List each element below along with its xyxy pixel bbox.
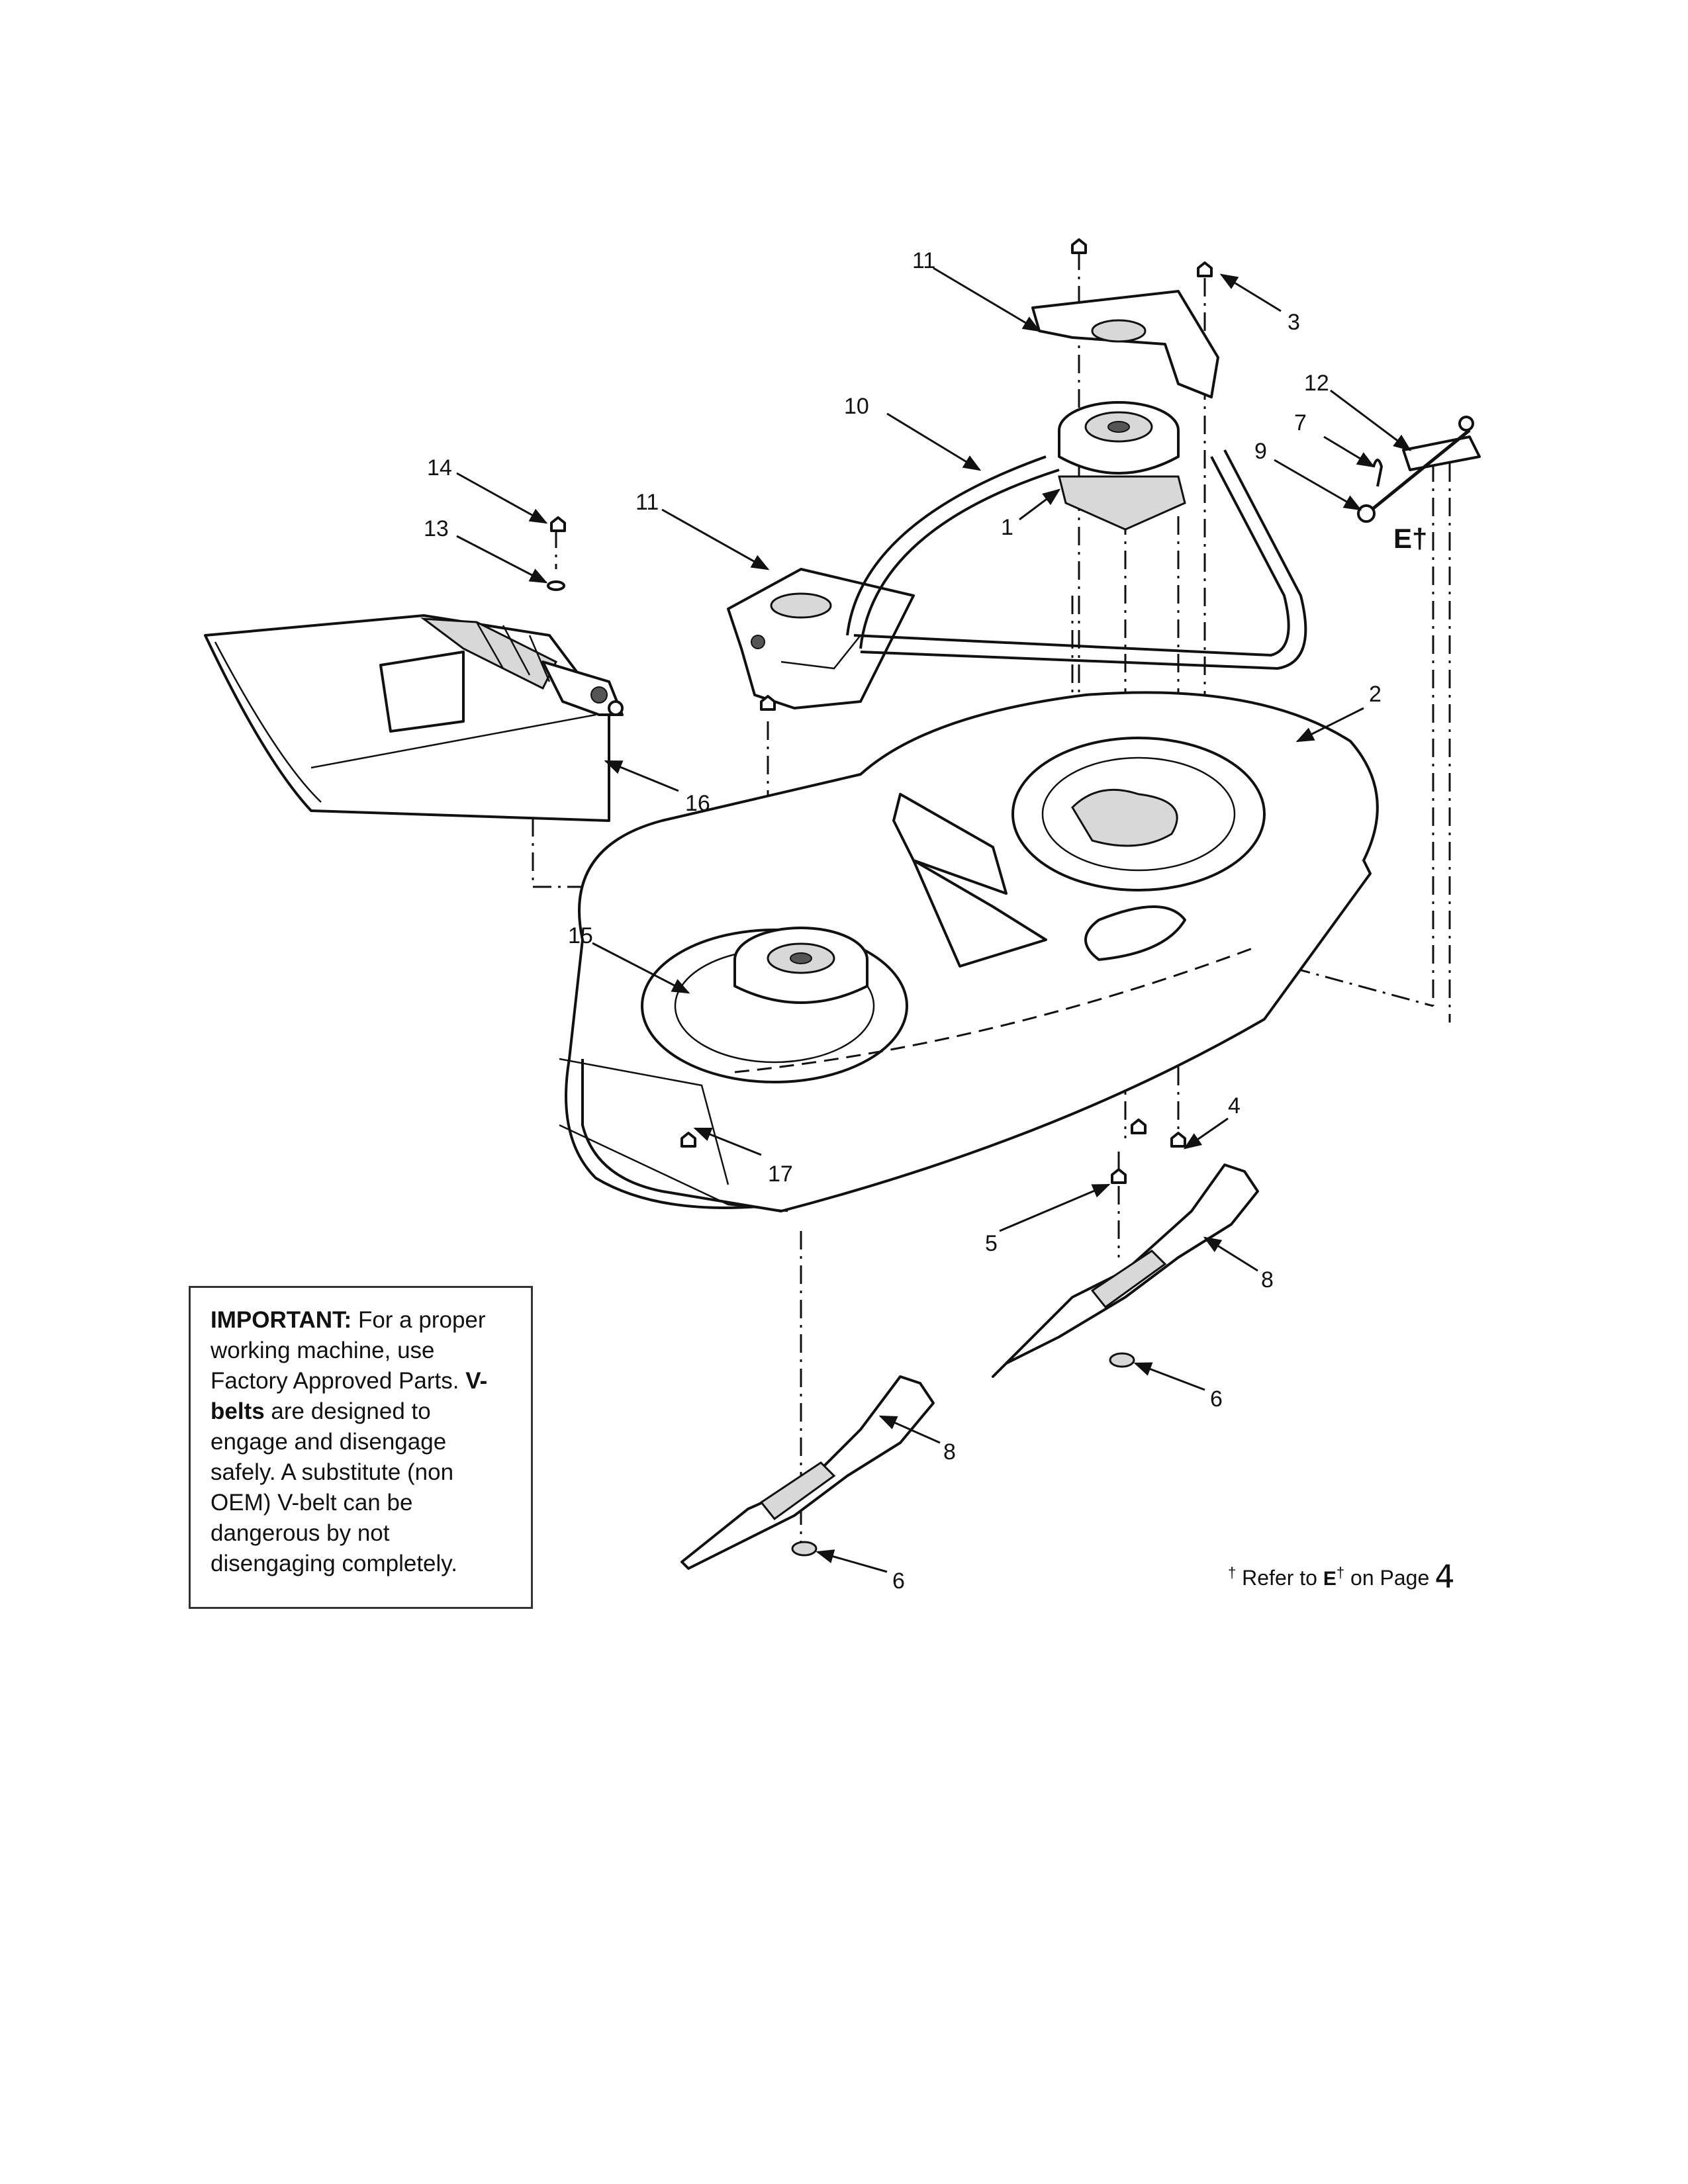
callout-1: 1	[1001, 515, 1013, 540]
belt-cover-left	[727, 568, 915, 709]
belt-cover-right	[1031, 290, 1219, 398]
important-text: For a proper working machine, use Factor…	[211, 1307, 486, 1394]
callout-5: 5	[985, 1231, 998, 1256]
spindle-assembly-top	[1058, 401, 1186, 531]
callout-14: 14	[427, 455, 452, 480]
refer-letter: E	[1323, 1568, 1336, 1590]
deck-hanger-bracket	[1357, 416, 1481, 523]
callout-2: 2	[1369, 682, 1382, 707]
callout-7: 7	[1294, 410, 1307, 435]
blade-left	[680, 1375, 935, 1570]
callout-11-right: 11	[912, 248, 935, 273]
callout-6-left: 6	[892, 1569, 905, 1594]
reference-mark: E†	[1393, 523, 1427, 554]
blade-right	[992, 1163, 1259, 1378]
callout-8-left: 8	[943, 1439, 956, 1465]
refer-dagger: †	[1336, 1564, 1345, 1581]
callout-11-left: 11	[635, 490, 659, 515]
callout-4: 4	[1228, 1093, 1241, 1118]
discharge-chute	[204, 614, 624, 822]
callout-16: 16	[685, 791, 710, 816]
callout-numbers: 1 2 3 4 5 6 6 7 8 8 9 10 11 11 12 13 14 …	[424, 248, 1427, 1594]
callout-6-right: 6	[1210, 1387, 1223, 1412]
callout-15: 15	[568, 923, 593, 948]
callout-12: 12	[1304, 371, 1329, 396]
v-belts-heading: V-belts	[211, 1368, 488, 1424]
v-belts-text: are designed to engage and disengage saf…	[211, 1398, 457, 1576]
refer-suffix: on Page	[1344, 1566, 1430, 1590]
page-number: 4	[1434, 1559, 1455, 1596]
cutting-deck	[559, 691, 1379, 1212]
callout-leaders	[456, 267, 1412, 1573]
callout-10: 10	[844, 394, 869, 419]
callout-13: 13	[424, 516, 449, 541]
callout-3: 3	[1288, 310, 1300, 335]
v-belt	[846, 449, 1307, 670]
callout-8-right: 8	[1261, 1267, 1274, 1293]
dagger-symbol: †	[1228, 1564, 1237, 1581]
callout-17: 17	[768, 1161, 793, 1187]
important-heading: IMPORTANT:	[211, 1307, 352, 1333]
important-note-box: IMPORTANT: For a proper working machine,…	[189, 1286, 533, 1609]
refer-prefix: Refer to	[1236, 1566, 1323, 1590]
callout-9: 9	[1254, 439, 1267, 464]
fasteners	[547, 238, 1213, 1557]
